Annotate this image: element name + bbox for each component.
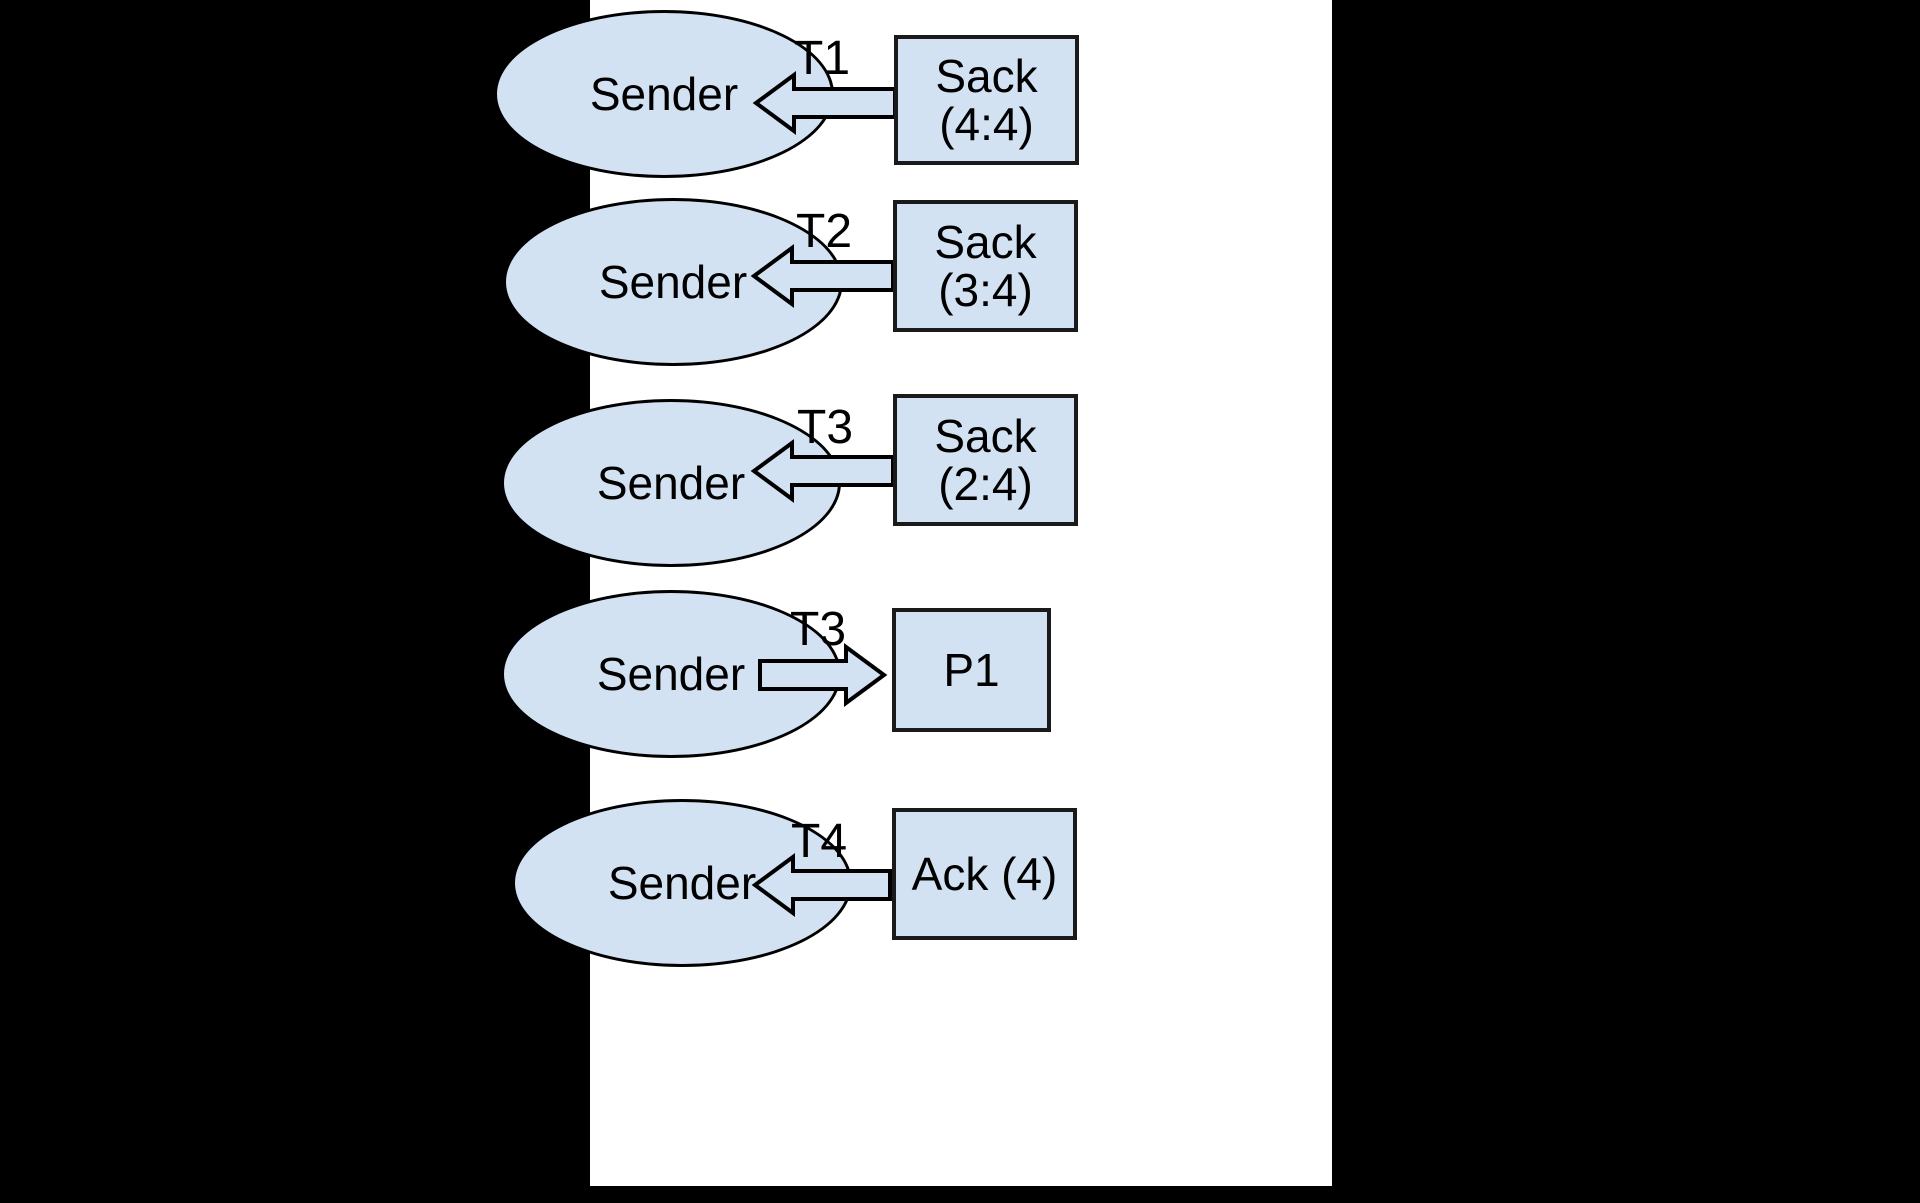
message-box[interactable]: Sack (3:4) [893, 200, 1078, 332]
diagram-row: Sender T3 Sack (2:4) [501, 382, 1332, 582]
diagram-row: Sender T1 Sack (4:4) [494, 0, 1332, 190]
arrow-time-label: T3 [797, 401, 854, 454]
sender-node-label: Sender [596, 648, 746, 700]
arrow-time-label: T3 [790, 603, 847, 656]
message-arrow-left-icon [750, 244, 895, 308]
message-box[interactable]: Sack (2:4) [893, 394, 1078, 526]
message-box[interactable]: Sack (4:4) [894, 35, 1079, 165]
arrow-time-label: T4 [791, 815, 848, 868]
message-box-line: P1 [943, 643, 1000, 696]
message-box-line: (3:4) [938, 264, 1033, 316]
diagram-row: Sender T3 P1 [501, 582, 1332, 794]
message-box[interactable]: P1 [892, 608, 1051, 732]
message-box-line: (2:4) [938, 458, 1033, 510]
message-box-line: (4:4) [939, 98, 1034, 150]
message-box-line: Ack (4) [911, 847, 1058, 900]
message-arrow-left-icon [750, 439, 895, 503]
sender-node-label: Sender [598, 256, 748, 308]
arrow-time-label: T2 [796, 205, 853, 258]
arrow-time-label: T1 [794, 32, 851, 85]
sender-node-label: Sender [596, 457, 746, 509]
sender-node-label: Sender [607, 857, 757, 909]
message-arrow-right-icon [758, 643, 888, 707]
message-box-line: Sack [934, 215, 1037, 268]
diagram-row: Sender T2 Sack (3:4) [503, 190, 1332, 382]
message-box[interactable]: Ack (4) [892, 808, 1077, 940]
diagram-canvas: Sender T1 Sack (4:4) Sender T2 [494, 0, 1332, 1186]
message-box-line: Sack [935, 49, 1038, 102]
message-box-line: Sack [934, 409, 1037, 462]
message-arrow-left-icon [752, 71, 897, 135]
message-arrow-left-icon [751, 853, 892, 917]
sender-node-label: Sender [589, 68, 739, 120]
diagram-row: Sender T4 Ack (4) [512, 794, 1332, 1186]
